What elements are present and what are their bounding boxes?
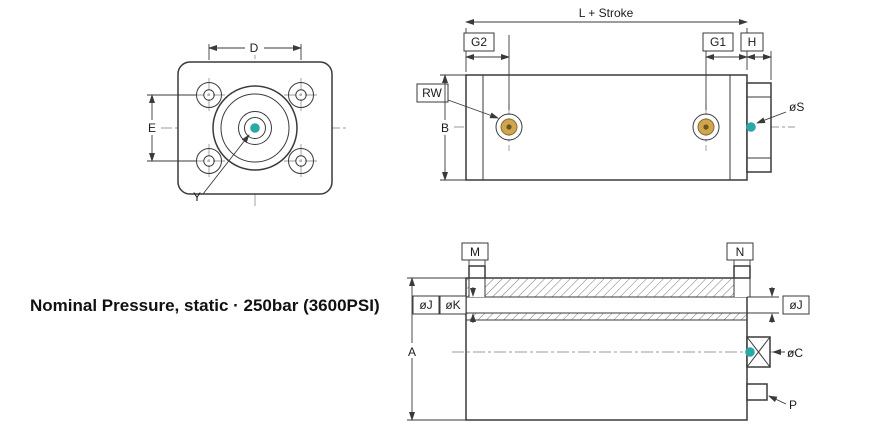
dimension-m: M bbox=[461, 242, 489, 266]
center-port-marker-dot bbox=[250, 123, 260, 133]
label-s: øS bbox=[789, 100, 804, 114]
dim-label-l-stroke: L + Stroke bbox=[579, 6, 634, 20]
nominal-pressure-note: Nominal Pressure, static · 250bar (3600P… bbox=[30, 296, 380, 315]
dimension-a: A bbox=[403, 277, 466, 421]
section-view: M N øJ øK øJ bbox=[403, 242, 810, 421]
label-y-group: Y bbox=[193, 134, 250, 204]
mounting-holes bbox=[192, 78, 318, 178]
dimension-b: B bbox=[436, 74, 466, 181]
label-c: øC bbox=[787, 346, 803, 360]
dim-label-b: B bbox=[441, 121, 449, 135]
dimension-e: E bbox=[143, 94, 196, 162]
side-view: L + Stroke G2 G1 H RW bbox=[416, 6, 804, 181]
label-n: N bbox=[736, 245, 745, 259]
hole-top-right bbox=[284, 78, 318, 112]
label-s-group: øS bbox=[756, 100, 804, 124]
port-thread-right bbox=[733, 278, 751, 297]
label-h: H bbox=[748, 35, 757, 49]
hole-bottom-left bbox=[192, 144, 226, 178]
c-port-feature: øC bbox=[745, 336, 803, 368]
port-boss-right bbox=[733, 265, 751, 279]
rod-end-cap bbox=[746, 82, 772, 173]
label-rw: RW bbox=[422, 86, 442, 100]
dimension-n: N bbox=[726, 242, 754, 266]
dimension-g1: G1 bbox=[702, 32, 748, 110]
label-g1: G1 bbox=[710, 35, 726, 49]
center-boss bbox=[212, 85, 298, 171]
front-view: D E Y bbox=[143, 40, 348, 209]
section-body bbox=[465, 277, 748, 421]
dim-label-d: D bbox=[250, 41, 259, 55]
c-port-marker-dot bbox=[745, 347, 755, 357]
dimension-d: D bbox=[208, 40, 302, 60]
dimension-g2: G2 bbox=[463, 32, 510, 110]
dimension-j-k-left: øJ øK bbox=[412, 287, 476, 323]
label-y: Y bbox=[193, 190, 201, 204]
label-g2: G2 bbox=[471, 35, 487, 49]
dim-label-a: A bbox=[408, 345, 416, 359]
label-rw-group: RW bbox=[416, 83, 499, 119]
s-port-marker-dot bbox=[746, 122, 756, 132]
hole-bottom-right bbox=[284, 144, 318, 178]
label-p: P bbox=[789, 398, 797, 412]
label-k: øK bbox=[445, 298, 460, 312]
dimension-j-right: øJ bbox=[747, 287, 810, 323]
hole-top-left bbox=[192, 78, 226, 112]
label-j-left: øJ bbox=[419, 298, 432, 312]
p-feature: P bbox=[746, 383, 797, 412]
dim-label-e: E bbox=[148, 121, 156, 135]
port-thread-left bbox=[468, 278, 486, 297]
dimension-h: H bbox=[740, 32, 772, 80]
label-j-right: øJ bbox=[789, 298, 802, 312]
port-right bbox=[692, 103, 720, 151]
port-left bbox=[495, 103, 523, 151]
port-boss-left bbox=[468, 265, 486, 279]
label-m: M bbox=[470, 245, 480, 259]
hatched-wall bbox=[466, 278, 747, 321]
